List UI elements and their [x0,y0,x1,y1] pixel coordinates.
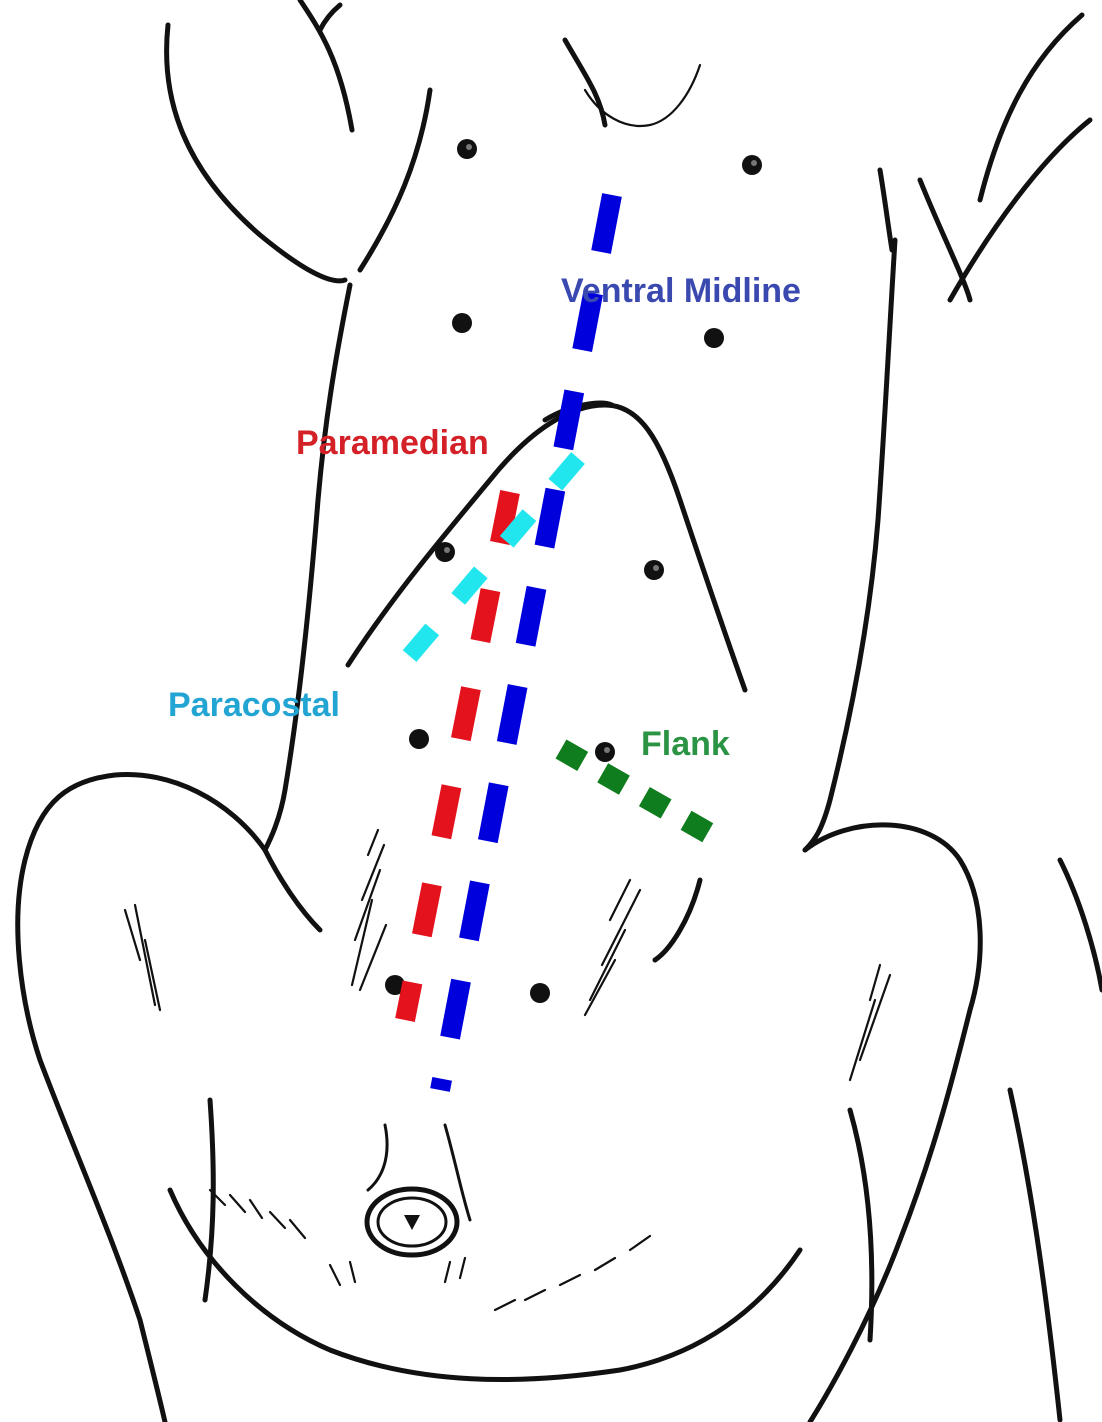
flank-label: Flank [641,725,730,763]
paracostal-label: Paracostal [168,686,340,724]
hair-strokes [125,830,890,1310]
paramedian-incision [405,492,510,1020]
paramedian-label: Paramedian [296,424,489,462]
ventral-midline-label: Ventral Midline [561,272,801,310]
